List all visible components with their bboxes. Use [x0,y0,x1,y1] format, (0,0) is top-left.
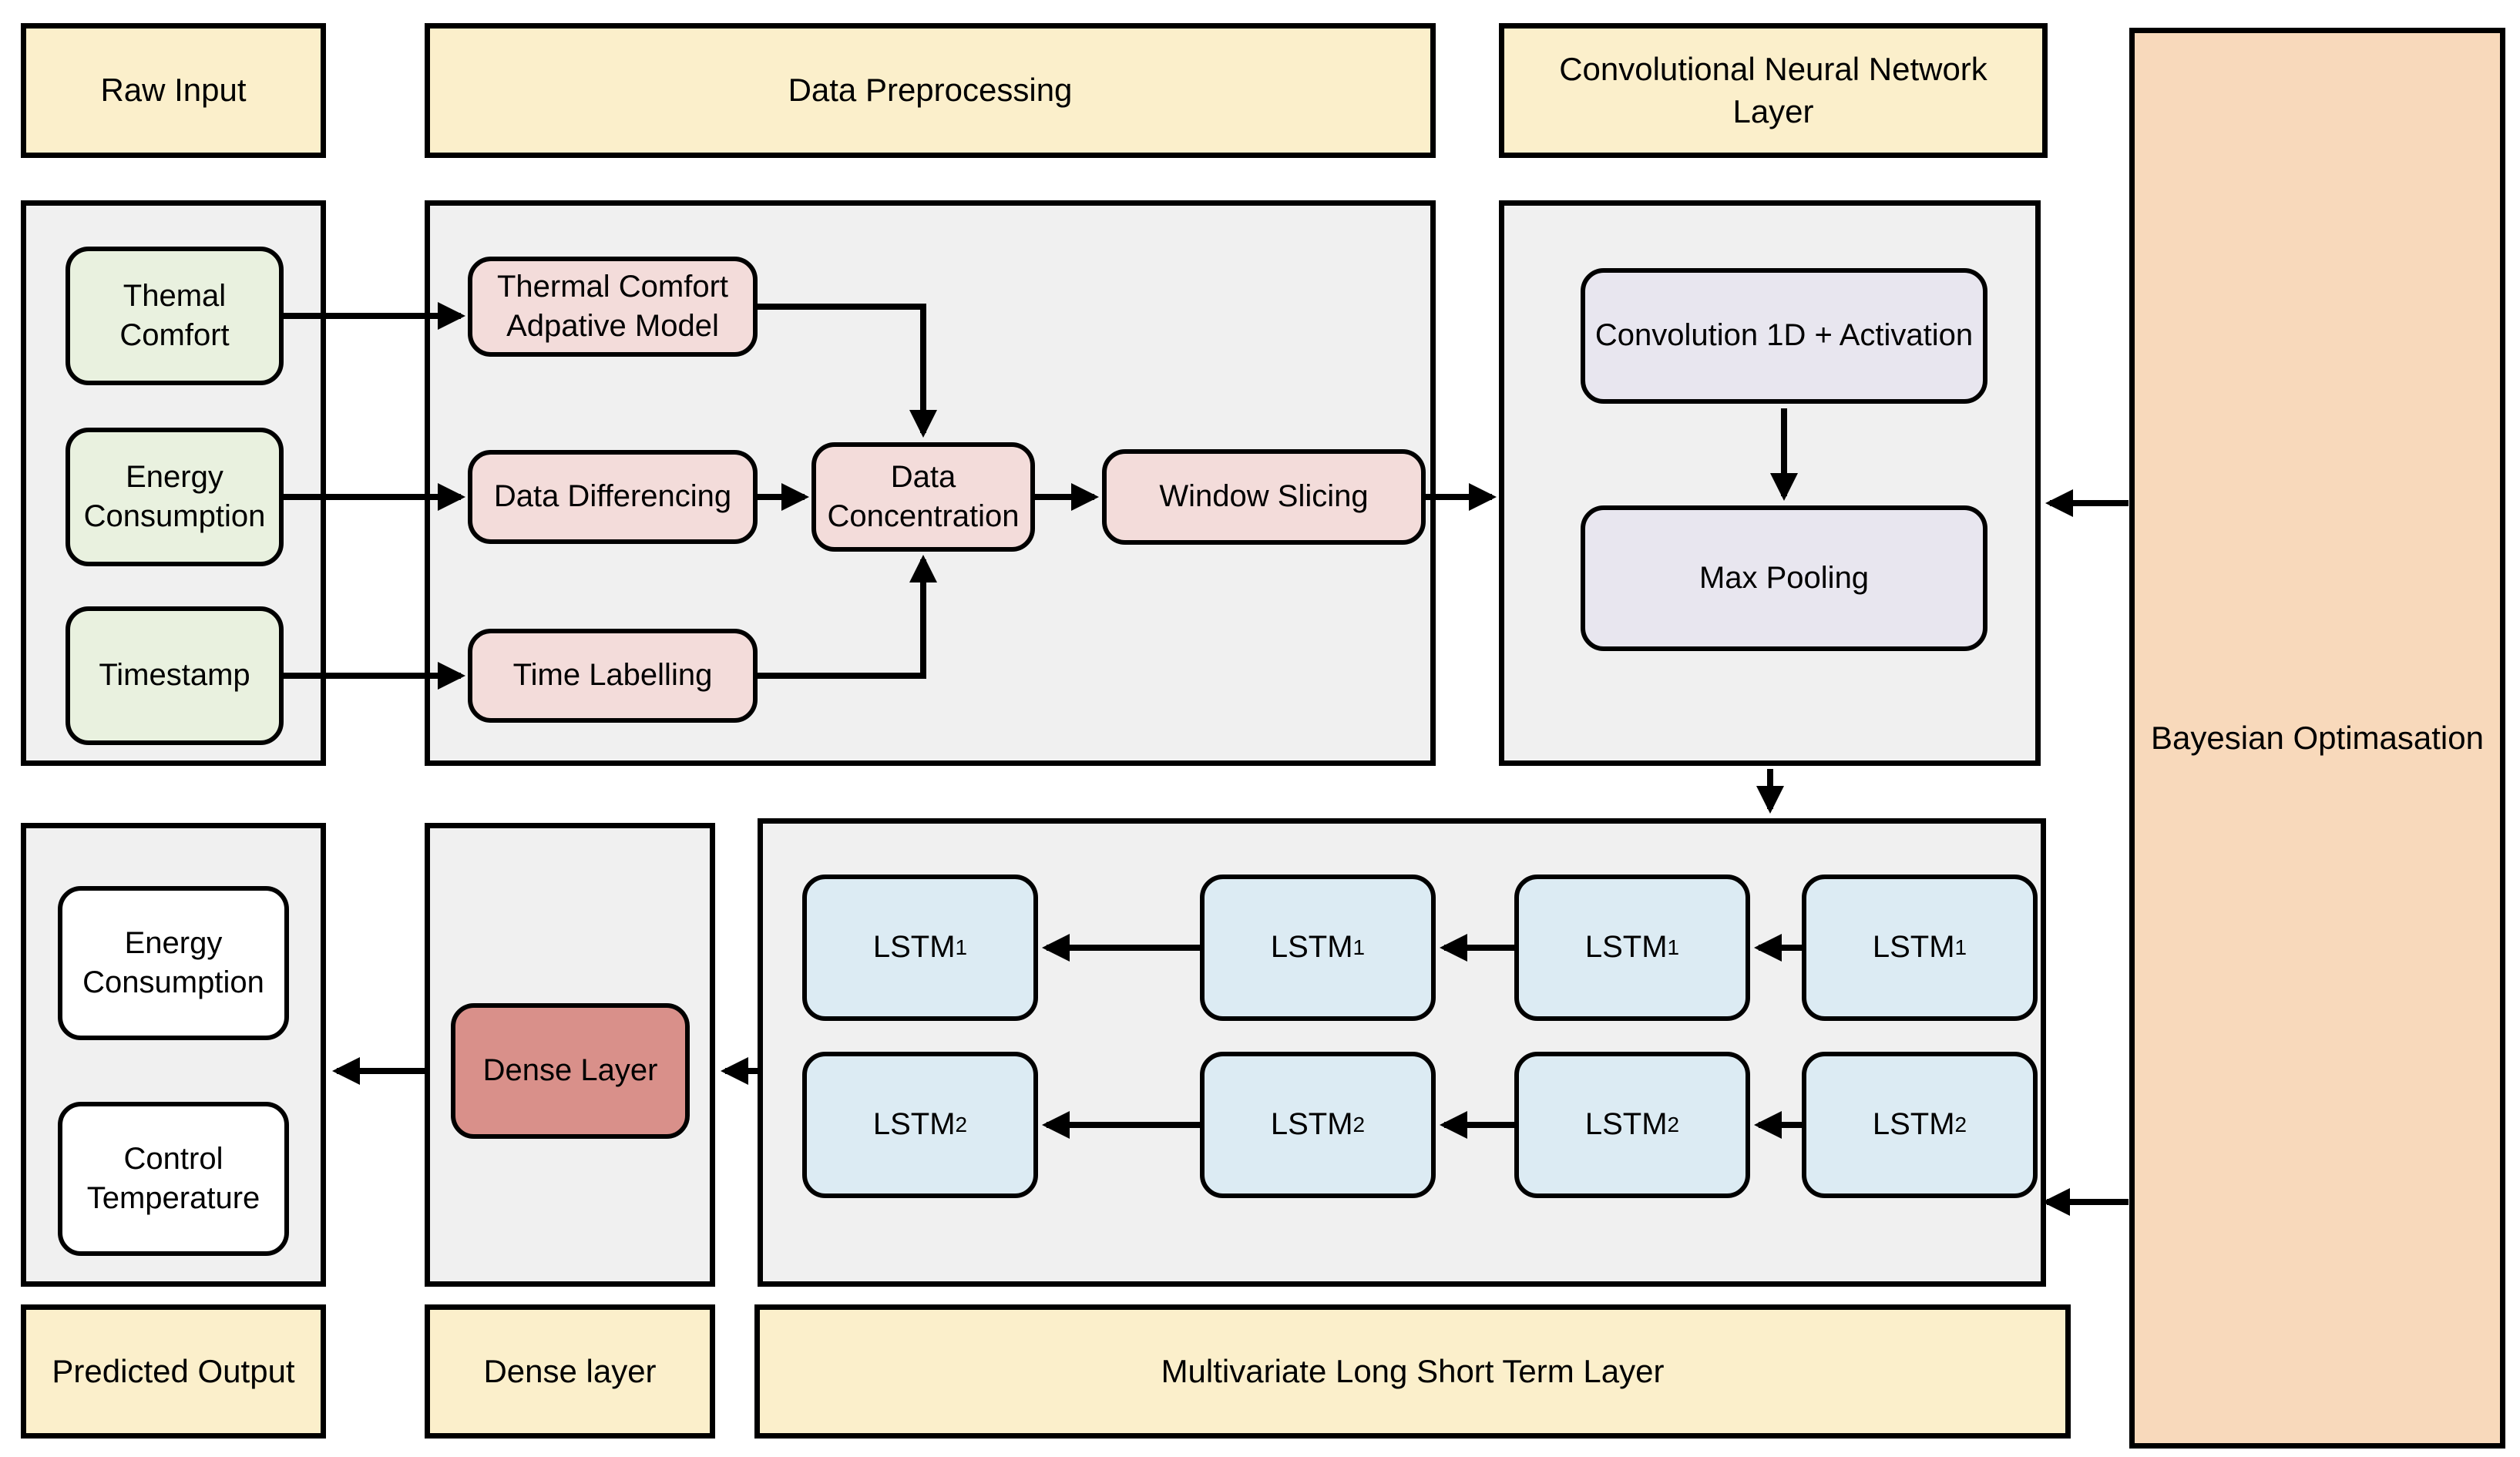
lstm-cell-subscript: 2 [1667,1113,1680,1137]
dense-layer-node: Dense Layer [451,1003,690,1139]
lstm-cell-subscript: 1 [1352,935,1366,960]
data-concentration-node: Data Concentration [811,442,1035,552]
lstm-cell-label: LSTM [872,1107,956,1142]
data-preprocessing-label: Data Preprocessing [425,23,1436,158]
convolution-activation-node: Convolution 1D + Activation [1581,268,1987,404]
lstm-cell-subscript: 2 [1954,1113,1967,1137]
cnn-layer-label: Convolutional Neural Network Layer [1499,23,2048,158]
lstm-cell-label: LSTM [1872,1107,1955,1142]
predicted-output-label: Predicted Output [21,1304,326,1439]
time-labelling-node: Time Labelling [468,629,758,723]
lstm-cell-subscript: 2 [1352,1113,1366,1137]
lstm-cell-label: LSTM [1270,1107,1353,1142]
lstm-cell-subscript: 2 [955,1113,968,1137]
data-differencing-node: Data Differencing [468,450,758,544]
lstm-cell-subscript: 1 [1954,935,1967,960]
lstm-cell-label: LSTM [1872,930,1955,965]
window-slicing-node: Window Slicing [1102,449,1426,545]
lstm-cell-subscript: 1 [955,935,968,960]
multivariate-lstm-label: Multivariate Long Short Term Layer [754,1304,2071,1439]
timestamp-node: Timestamp [66,606,284,745]
lstm-cell-label: LSTM [872,930,956,965]
thermal-comfort-node: Themal Comfort [66,247,284,385]
raw-input-label: Raw Input [21,23,326,158]
lstm-cell-label: LSTM [1270,930,1353,965]
output-control-temperature-node: Control Temperature [58,1102,289,1256]
bayesian-optimisation-panel: Bayesian Optimasation [2129,28,2505,1449]
energy-consumption-node: Energy Consumption [66,428,284,566]
max-pooling-node: Max Pooling [1581,505,1987,651]
lstm-cell-label: LSTM [1584,930,1668,965]
lstm-cell-subscript: 1 [1667,935,1680,960]
output-energy-consumption-node: Energy Consumption [58,886,289,1040]
lstm-cell-label: LSTM [1584,1107,1668,1142]
dense-layer-label: Dense layer [425,1304,715,1439]
thermal-comfort-adaptive-model-node: Thermal Comfort Adpative Model [468,257,758,357]
